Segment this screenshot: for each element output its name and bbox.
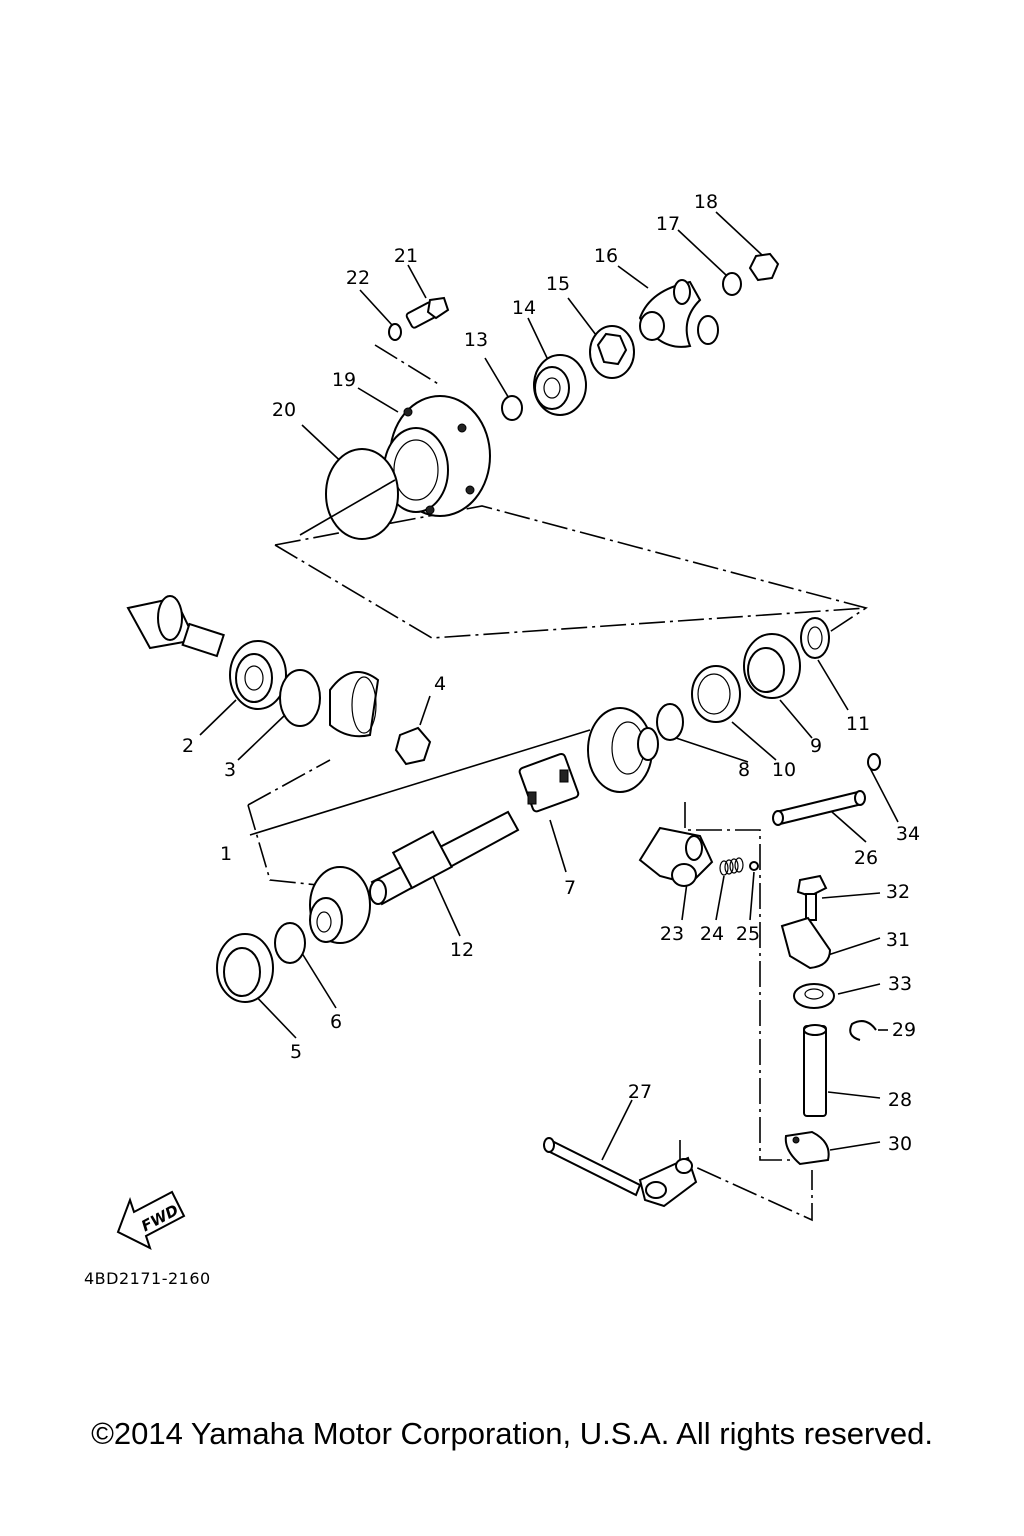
fwd-arrow-icon: FWD xyxy=(116,1190,186,1250)
part-5-bearing xyxy=(216,933,274,1003)
part-13-washer xyxy=(501,395,523,421)
part-30-plate xyxy=(784,1130,830,1166)
callout-20: 20 xyxy=(272,399,296,421)
part-14-bearing xyxy=(533,354,587,416)
drive-gear xyxy=(309,866,371,944)
callout-23: 23 xyxy=(660,923,684,945)
assembly-outline-bolt xyxy=(374,344,441,386)
callout-1: 1 xyxy=(220,843,232,865)
part-20-axis xyxy=(299,479,396,536)
part-24-spring xyxy=(719,857,744,876)
assembly-outline-upper xyxy=(274,505,868,639)
callout-11: 11 xyxy=(846,713,870,735)
part-18-nut xyxy=(748,252,780,282)
callout-19: 19 xyxy=(332,369,356,391)
callout-4: 4 xyxy=(434,673,446,695)
callout-15: 15 xyxy=(546,273,570,295)
callout-29: 29 xyxy=(892,1019,916,1041)
part-15-seal xyxy=(589,325,635,379)
callout-5: 5 xyxy=(290,1041,302,1063)
part-17-washer xyxy=(722,272,742,296)
diagram-part-code: 4BD2171-2160 xyxy=(84,1269,211,1288)
part-1-gear xyxy=(329,671,380,738)
part-9-bearing xyxy=(743,633,801,699)
callout-21: 21 xyxy=(394,245,418,267)
output-shaft xyxy=(126,595,225,658)
callout-32: 32 xyxy=(886,881,910,903)
callout-28: 28 xyxy=(888,1089,912,1111)
part-33-bushing xyxy=(793,983,835,1009)
leader-lines xyxy=(199,211,899,1161)
part-25-ball xyxy=(749,861,759,871)
part-8-shim xyxy=(656,703,684,741)
callout-17: 17 xyxy=(656,213,680,235)
part-19-housing xyxy=(383,395,491,517)
part-7-clutch xyxy=(518,752,580,813)
part-4-nut xyxy=(394,726,432,766)
part-31-plate xyxy=(780,916,832,970)
part-20-o-ring xyxy=(325,448,399,540)
part-6-shim xyxy=(274,922,306,964)
callout-2: 2 xyxy=(182,735,194,757)
copyright-text: ©2014 Yamaha Motor Corporation, U.S.A. A… xyxy=(91,1416,933,1451)
exploded-parts-diagram: FWD 4BD2171-2160 12345678910111213141516… xyxy=(84,191,920,1288)
part-27-shift-lever xyxy=(543,1137,698,1208)
part-11-clip xyxy=(800,617,830,659)
callout-7: 7 xyxy=(564,877,576,899)
callout-33: 33 xyxy=(888,973,912,995)
callout-24: 24 xyxy=(700,923,724,945)
part-28-shaft xyxy=(803,1024,827,1117)
part-10-ring xyxy=(691,665,741,723)
callout-31: 31 xyxy=(886,929,910,951)
callout-9: 9 xyxy=(810,735,822,757)
callout-18: 18 xyxy=(694,191,718,213)
callout-30: 30 xyxy=(888,1133,912,1155)
callout-25: 25 xyxy=(736,923,760,945)
callout-12: 12 xyxy=(450,939,474,961)
assembly-outline-shift xyxy=(684,802,790,1161)
callout-3: 3 xyxy=(224,759,236,781)
callout-27: 27 xyxy=(628,1081,652,1103)
driven-gear xyxy=(587,707,659,793)
part-2-bearing xyxy=(229,640,287,710)
callout-22: 22 xyxy=(346,267,370,289)
callout-6: 6 xyxy=(330,1011,342,1033)
callout-16: 16 xyxy=(594,245,618,267)
callout-8: 8 xyxy=(738,759,750,781)
callout-13: 13 xyxy=(464,329,488,351)
part-23-shift-fork xyxy=(638,826,714,887)
part-16-yoke xyxy=(638,279,719,348)
part-21-bolt xyxy=(405,296,450,329)
part-12-shaft xyxy=(369,810,520,906)
assembly-outline-lower xyxy=(679,1140,813,1222)
part-3-o-ring xyxy=(279,669,321,727)
callout-14: 14 xyxy=(512,297,536,319)
assembly-outline-left xyxy=(247,759,331,886)
callout-34: 34 xyxy=(896,823,920,845)
callout-26: 26 xyxy=(854,847,878,869)
part-22-washer xyxy=(388,323,402,341)
part-26-shaft xyxy=(772,790,866,826)
part-29-circlip xyxy=(849,1020,877,1041)
part-32-bolt xyxy=(796,874,828,921)
part-34-o-ring xyxy=(867,753,881,771)
callout-10: 10 xyxy=(772,759,796,781)
